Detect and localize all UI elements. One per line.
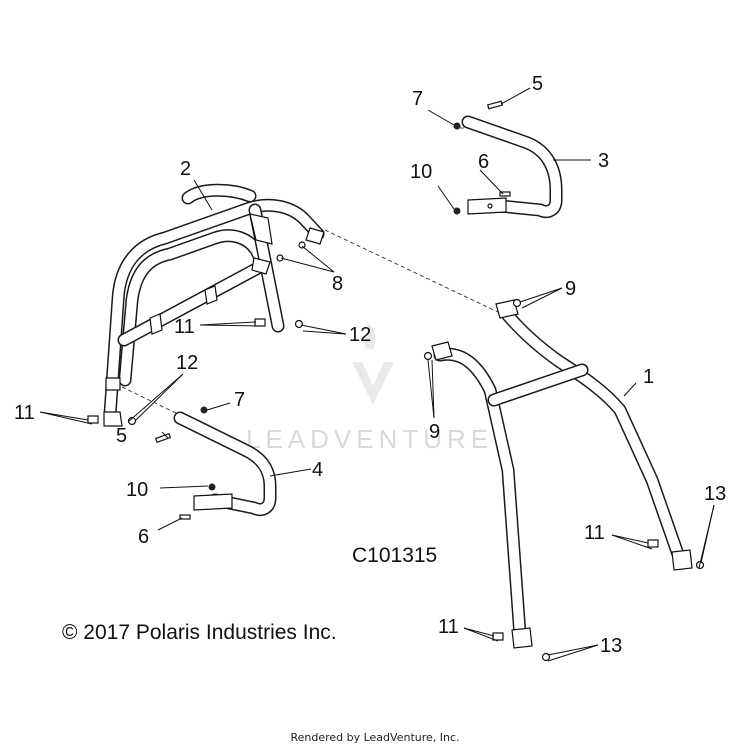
callout-1: 1 [643,366,654,388]
hardware [87,100,705,662]
callout-3: 3 [598,150,609,172]
clip-part-8-a [298,241,306,249]
watermark-text: LEADVENTURE [246,424,494,454]
callout-2: 2 [180,158,191,180]
clamp-part-11-a [254,318,266,327]
rear-bar-part-3 [461,115,563,218]
callout-9-upper: 9 [565,278,576,300]
rear-bar-part-4 [173,411,277,516]
diagram-code: C101315 [352,544,438,567]
callout-4: 4 [312,459,323,481]
bolt-part-6-lower [179,514,191,520]
callout-11-a: 11 [174,316,195,338]
callout-7-lower: 7 [234,389,245,411]
callout-11-c: 11 [584,522,605,544]
callout-5-lower: 5 [116,425,127,447]
copyright-notice: © 2017 Polaris Industries Inc. [62,621,337,644]
watermark-logo-icon [352,322,394,405]
bolt-part-6-upper [499,191,511,197]
callout-11-b: 11 [14,402,35,424]
clamp-part-9-a [512,298,522,308]
callout-12-a: 12 [349,324,371,346]
callout-6-upper: 6 [478,151,489,173]
callout-9-lower: 9 [429,421,440,443]
bolt-part-5-lower [154,432,172,444]
clip-part-8-b [276,254,284,262]
callout-10-upper: 10 [410,161,432,183]
nut-part-7-upper [453,122,461,130]
callout-13-b: 13 [600,635,622,657]
callout-10-lower: 10 [126,479,148,501]
callout-5-upper: 5 [532,73,543,95]
clamp-part-9-b [423,351,433,361]
clamp-part-11-d [492,632,504,641]
nut-part-13-b [541,652,551,662]
callout-7-upper: 7 [412,88,423,110]
nut-part-12-a [294,319,304,329]
clamp-part-11-c [647,539,659,548]
alignment-line-lower [121,386,181,416]
callout-13-a: 13 [704,483,726,505]
nut-part-7-lower [200,406,208,414]
callout-6-lower: 6 [138,526,149,548]
callout-11-d: 11 [438,616,459,638]
nut-part-10-lower [208,483,216,491]
callout-8: 8 [332,273,343,295]
front-roll-cage-part-2 [103,183,325,427]
leader-lines [39,87,715,662]
rear-roll-cage-part-1 [431,299,693,649]
alignment-line-upper [324,229,501,314]
callout-labels: 1 2 3 4 5 5 6 6 7 7 8 9 9 10 10 11 11 11… [14,73,726,657]
rendered-by-footer: Rendered by LeadVenture, Inc. [290,731,460,744]
bolt-part-5-upper [486,100,504,110]
callout-12-b: 12 [176,352,198,374]
clamp-part-11-b [87,415,99,424]
nut-part-10-upper [453,207,461,215]
